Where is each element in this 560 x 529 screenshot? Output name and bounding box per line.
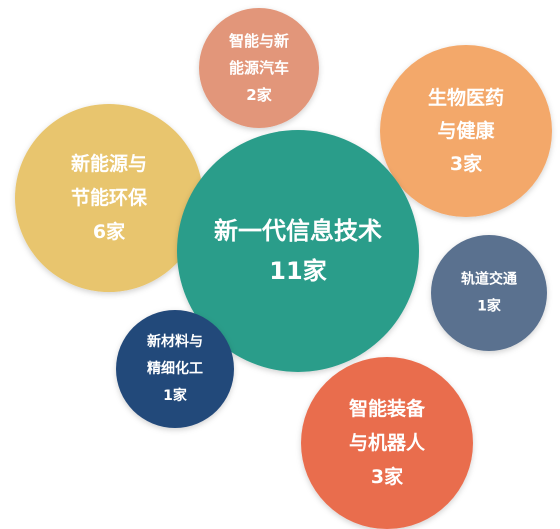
- bubble-label-new-energy-saving-line-1: 新能源与: [71, 152, 147, 175]
- bubble-label-new-energy-vehicle-line-3: 2家: [246, 86, 271, 104]
- bubble-label-intelligent-equipment-line-3: 3家: [371, 465, 404, 488]
- bubble-label-biomedicine-line-2: 与健康: [437, 119, 495, 142]
- bubble-label-intelligent-equipment-line-1: 智能装备: [349, 397, 426, 420]
- bubble-circle-new-energy-saving: [15, 104, 203, 292]
- bubble-circle-rail-transit: [431, 235, 547, 351]
- bubble-circle-new-energy-vehicle: [199, 8, 319, 128]
- bubble-label-new-materials-line-3: 1家: [163, 387, 188, 404]
- bubble-label-new-energy-saving-line-3: 6家: [93, 220, 126, 243]
- bubble-next-gen-it: 新一代信息技术 11家: [177, 130, 419, 372]
- bubble-label-next-gen-it-line-2: 11家: [269, 257, 326, 285]
- bubble-label-new-energy-vehicle-line-2: 能源汽车: [229, 59, 289, 77]
- bubble-circle-new-materials: [116, 310, 234, 428]
- bubble-label-biomedicine-line-3: 3家: [450, 152, 483, 175]
- bubble-label-new-materials-line-1: 新材料与: [147, 333, 203, 350]
- bubble-label-next-gen-it-line-1: 新一代信息技术: [214, 217, 382, 245]
- bubble-label-intelligent-equipment-line-2: 与机器人: [349, 432, 426, 454]
- bubble-label-biomedicine-line-1: 生物医药: [428, 86, 504, 109]
- bubble-label-new-materials-line-2: 精细化工: [147, 360, 203, 377]
- bubble-label-new-energy-saving-line-2: 节能环保: [71, 186, 148, 209]
- bubble-circle-intelligent-equipment: [301, 357, 473, 529]
- bubble-circle-biomedicine: [380, 45, 552, 217]
- bubble-label-new-energy-vehicle-line-1: 智能与新: [229, 32, 289, 50]
- bubble-label-rail-transit-line-1: 轨道交通: [461, 271, 517, 288]
- bubble-circle-next-gen-it: [177, 130, 419, 372]
- bubble-label-rail-transit-line-2: 1家: [477, 298, 502, 315]
- bubble-rail-transit: 轨道交通 1家: [431, 235, 547, 351]
